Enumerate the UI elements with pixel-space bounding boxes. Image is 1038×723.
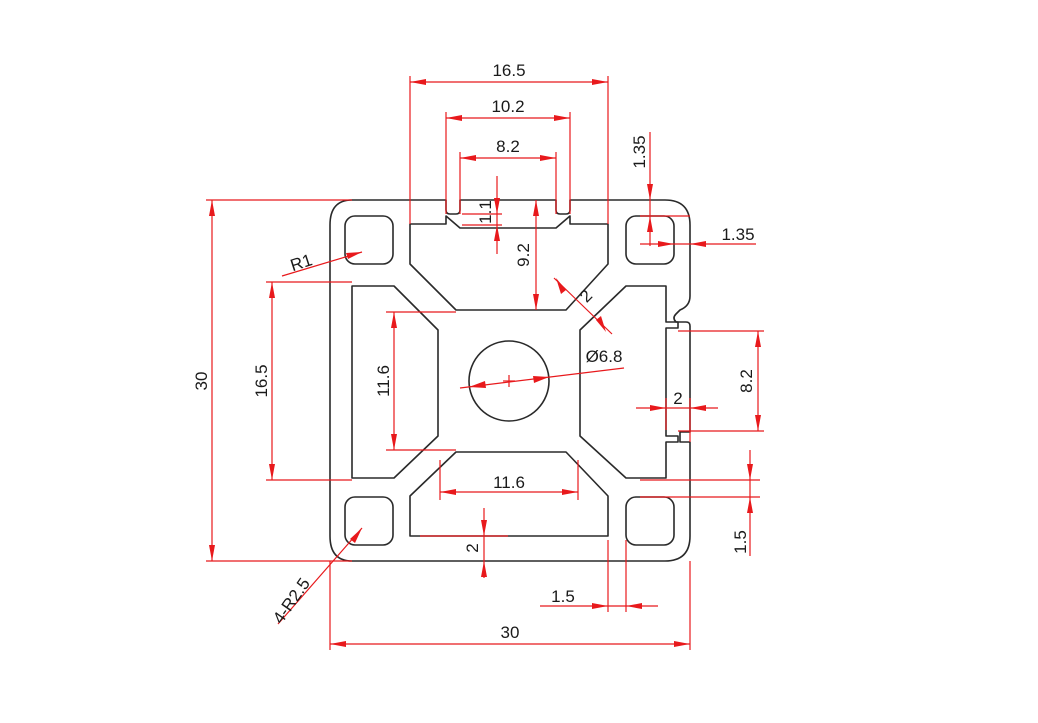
dimension-labels: 16.5 10.2 8.2 1.1 1.35 1.35 9.2 2 R1 Ø6.… [192, 61, 756, 642]
center-bore [468, 340, 550, 422]
corner-cavity-top-left [344, 215, 394, 265]
dim-slot-depth: 9.2 [514, 243, 533, 267]
dim-corner-wall: 1.35 [630, 135, 649, 168]
left-slot-cavity [351, 285, 439, 479]
dim-right-opening: 8.2 [737, 369, 756, 393]
dimension-lines [206, 76, 764, 650]
right-slot-cavity [579, 285, 679, 479]
dim-core-height: 11.6 [374, 365, 393, 397]
bottom-slot-cavity [409, 451, 609, 537]
dim-width-total: 30 [501, 623, 520, 642]
dim-top-slot-outer: 16.5 [492, 61, 525, 80]
dim-fillet-radius: R1 [288, 250, 315, 275]
dim-inner-height: 16.5 [252, 364, 271, 397]
dim-core-width: 11.6 [493, 473, 525, 492]
corner-cavity-bottom-left [344, 496, 394, 546]
dim-corner-radius: 4-R2.5 [269, 574, 314, 627]
top-slot-cavity [409, 215, 609, 311]
dim-corner-wall-right: 1.35 [721, 225, 754, 244]
dim-top-slot-opening: 8.2 [496, 137, 520, 156]
dim-right-lip: 2 [673, 389, 682, 408]
dim-bottom-wall: 2 [463, 543, 482, 552]
dim-bottom-wall-offset: 1.5 [551, 587, 575, 606]
dim-height-total: 30 [192, 372, 211, 391]
dim-right-wall: 1.5 [731, 530, 750, 554]
dim-lip-thickness: 1.1 [476, 200, 495, 224]
corner-cavity-bottom-right [625, 496, 675, 546]
dim-center-bore: Ø6.8 [586, 347, 623, 366]
dim-top-slot-mid: 10.2 [491, 97, 524, 116]
